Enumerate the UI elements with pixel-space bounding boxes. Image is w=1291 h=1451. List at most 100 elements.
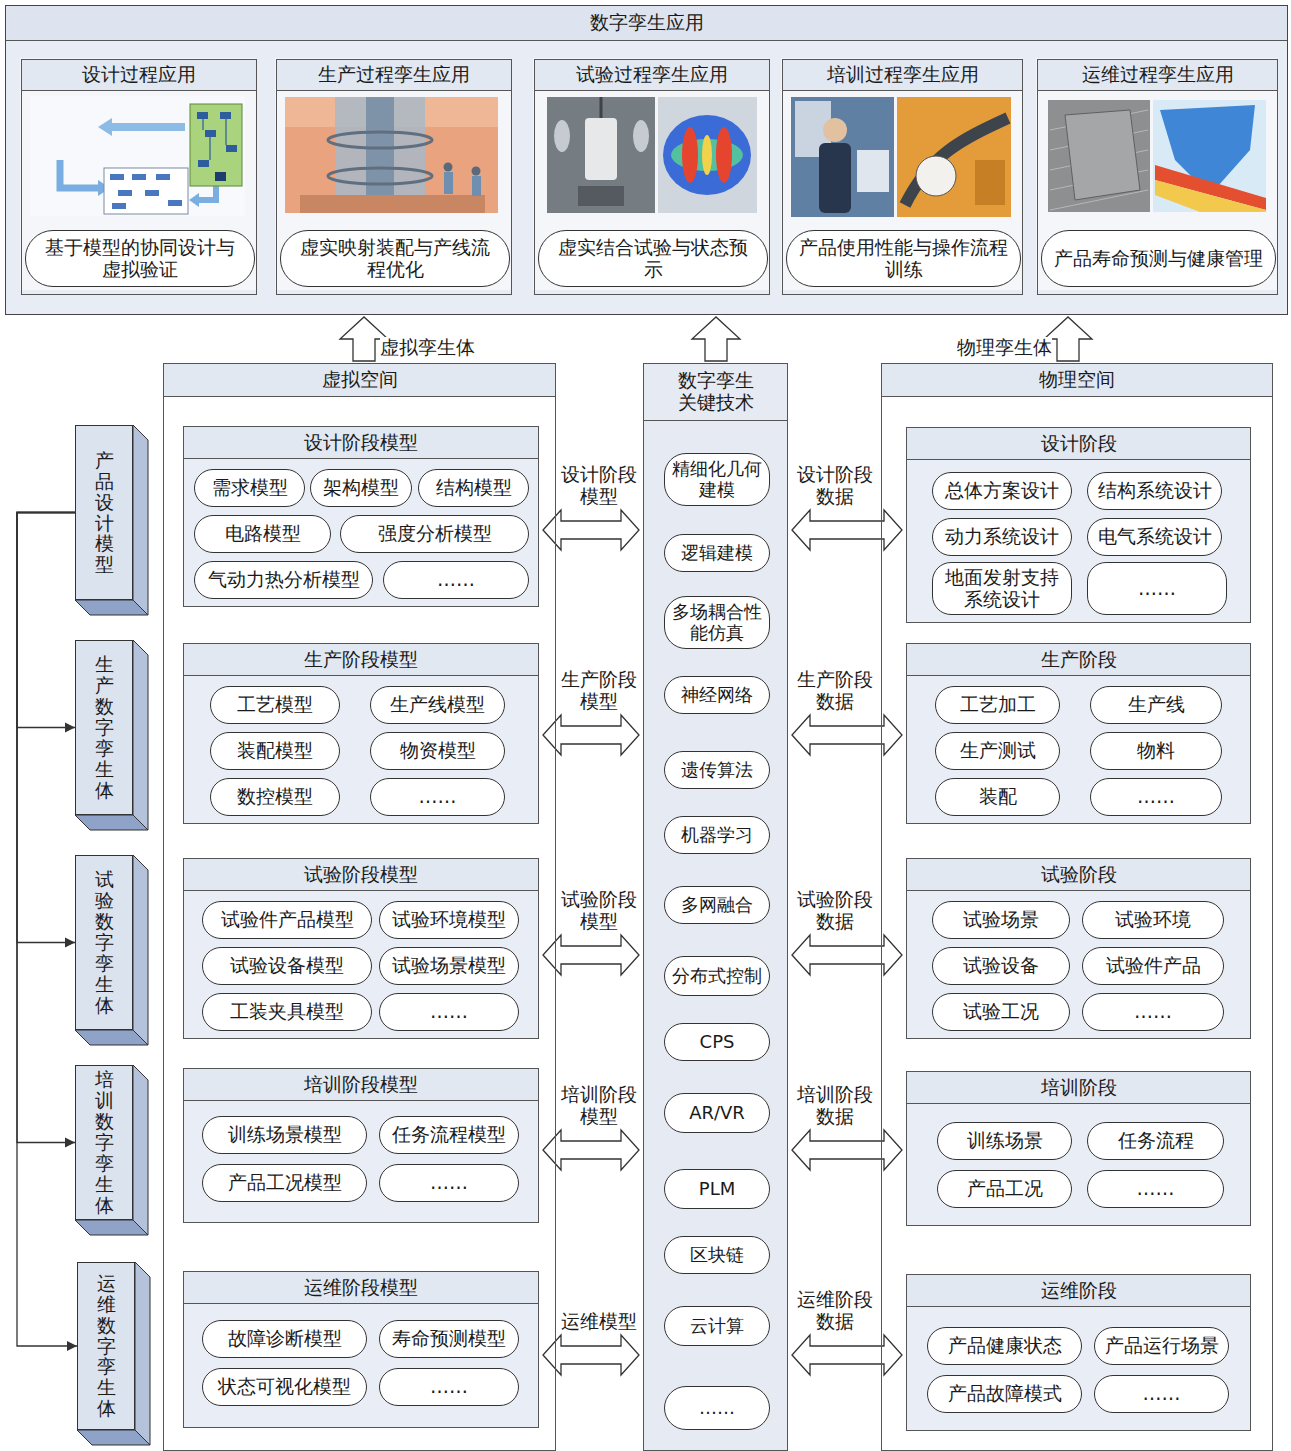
item-label: …… [1137,1178,1175,1200]
maintenance-illustration [1050,110,1148,210]
edge-label: 虚拟孪生体 [380,337,475,359]
item-pill: 电气系统设计 [1087,518,1222,556]
edge-label: 设计阶段数据 [795,464,875,508]
item-pill: 产品运行场景 [1094,1327,1229,1365]
double-block-arrow [792,715,902,755]
vertical-label: 生产数字孪生体 [95,654,114,800]
production-illustration [444,163,453,172]
design-illustration [190,104,242,186]
design-illustration [98,118,112,136]
item-pill: 生产线 [1090,686,1222,724]
item-pill: 工装夹具模型 [202,993,372,1031]
panel-heading: 培训阶段 [907,1072,1250,1104]
vertical-label: 运维数字孪生体 [97,1273,116,1419]
prism-faces [75,815,148,830]
band-fill [781,58,1022,290]
maintenance-illustration [1155,180,1266,212]
item-label: 装配 [979,786,1017,808]
item-label: 逻辑建模 [681,543,753,564]
item-label: 试验件产品 [1106,955,1201,977]
panel-heading: 运维阶段 [907,1275,1250,1307]
prism-faces [133,425,148,615]
design-illustration [104,168,188,214]
item-pill: 试验场景 [932,901,1070,939]
item-label: 强度分析模型 [378,523,492,545]
vertical-label: 试验数字孪生体 [95,869,114,1015]
item-pill: …… [383,561,529,599]
prism-faces [75,1220,148,1235]
item-pill: 试验件产品模型 [202,901,372,939]
item-pill: 任务流程 [1087,1122,1224,1160]
production-illustration [285,97,498,213]
item-label: 神经网络 [681,685,753,706]
item-pill: …… [1087,562,1227,615]
item-label: …… [1143,1383,1181,1405]
application-oval: 虚实结合试验与状态预示 [538,230,768,287]
prism-faces [77,1430,150,1445]
item-label: 数控模型 [237,786,313,808]
item-label: 试验件产品模型 [221,909,354,931]
item-pill: 试验设备模型 [202,947,372,985]
panel-heading: 运维过程孪生应用 [1038,60,1277,91]
stage-panel: 培训阶段模型训练场景模型任务流程模型产品工况模型…… [183,1068,539,1223]
design-illustration [197,112,208,119]
technology-pill: CPS [664,1023,770,1061]
test-illustration [682,127,698,183]
item-label: 多场耦合性能仿真 [669,602,765,643]
panel-heading: 生产过程孪生应用 [277,60,511,91]
double-block-arrow [792,1130,902,1170]
double-block-arrow [543,1130,639,1170]
item-label: 产品工况 [967,1178,1043,1200]
panel-heading: 设计阶段模型 [184,427,538,459]
band-fill [1036,58,1277,290]
panel-heading: 数字孪生关键技术 [644,364,787,421]
item-pill: 故障诊断模型 [202,1320,367,1358]
item-label: 试验工况 [963,1001,1039,1023]
space-panel: 虚拟空间设计阶段模型需求模型架构模型结构模型电路模型强度分析模型气动力热分析模型… [163,363,556,1451]
prism-faces [75,600,148,615]
item-pill: 产品工况 [937,1170,1072,1208]
prism-faces [133,1065,148,1235]
item-label: 电气系统设计 [1098,526,1212,548]
application-oval: 基于模型的协同设计与虚拟验证 [25,230,255,287]
item-label: 电路模型 [225,523,301,545]
edge-label: 试验阶段数据 [795,889,875,933]
production-illustration [444,172,453,194]
item-label: AR/VR [689,1103,745,1124]
design-illustration [145,190,159,196]
training-illustration [905,118,1008,205]
panel-heading: 设计阶段 [907,428,1250,460]
item-label: 架构模型 [323,477,399,499]
edge-label: 生产阶段模型 [559,669,639,713]
double-block-arrow [543,510,639,550]
item-label: 总体方案设计 [945,480,1059,502]
item-pill: 结构系统设计 [1087,472,1222,510]
test-illustration [578,186,624,206]
panel-heading: 培训过程孪生应用 [783,60,1022,91]
prism-faces [133,640,148,830]
band-fill [20,58,256,290]
item-label: 多网融合 [681,895,753,916]
maintenance-illustration [1048,100,1266,212]
design-illustration [203,119,226,160]
item-label: 结构模型 [436,477,512,499]
training-illustration [791,97,894,217]
stage-panel: 运维阶段模型故障诊断模型寿命预测模型状态可视化模型…… [183,1271,539,1428]
item-pill: 任务流程模型 [379,1116,519,1154]
item-label: 动力系统设计 [945,526,1059,548]
technology-pill: 精细化几何建模 [664,453,770,506]
technology-column: 数字孪生关键技术精细化几何建模逻辑建模多场耦合性能仿真神经网络遗传算法机器学习多… [643,363,788,1451]
technology-pill: 多网融合 [664,886,770,924]
panel-heading: 物理空间 [882,364,1272,397]
item-label: 装配模型 [237,740,313,762]
item-pill: 试验环境 [1082,901,1224,939]
design-illustration [205,130,216,137]
item-label: …… [1134,1001,1172,1023]
item-pill: 状态可视化模型 [202,1368,367,1406]
maintenance-illustration [1065,110,1140,200]
design-illustration [198,160,209,167]
item-label: …… [430,1172,468,1194]
band-fill [5,5,1288,315]
item-label: 物料 [1137,740,1175,762]
training-illustration [857,150,889,192]
